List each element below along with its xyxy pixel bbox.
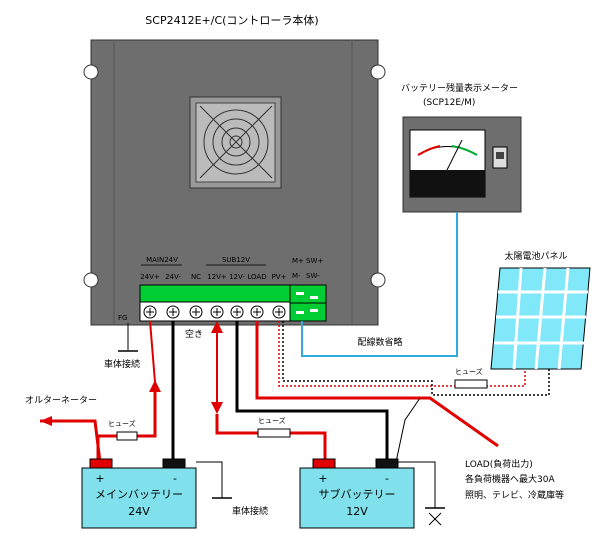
- solar-minus-wire: [282, 321, 550, 396]
- controller-title: SCP2412E+/C(コントローラ本体): [145, 13, 318, 27]
- group-sub-label: SUB12V: [222, 256, 250, 264]
- main-ground-wire: [196, 461, 223, 498]
- meter-wire: [301, 212, 458, 357]
- meter-pin-m-plus: M+: [292, 257, 304, 265]
- terminal-label-nc: NC: [191, 273, 201, 281]
- meter-title-line2: (SCP12E/M): [423, 98, 475, 108]
- load-plus-wire: [255, 321, 499, 448]
- meter-title-line1: バッテリー残量表示メーター: [401, 82, 518, 94]
- solar-plus-wire: [278, 321, 526, 387]
- main-battery-plus: +: [95, 472, 104, 485]
- load-line2: 各負荷機器へ最大30A: [465, 473, 555, 485]
- sub-battery-name: サブバッテリー: [319, 487, 396, 501]
- solar-fuse: [454, 379, 488, 389]
- main-battery: [81, 458, 197, 529]
- alternator-wire: [40, 419, 102, 463]
- terminal-label-12v-plus: 12V+: [207, 273, 227, 281]
- nc-note: 空き: [185, 328, 203, 340]
- main-battery-name: メインバッテリー: [95, 488, 183, 501]
- meter-pin-m-minus: M-: [292, 272, 301, 280]
- terminal-label-pv-plus: PV+: [272, 273, 287, 281]
- fg-label: FG: [118, 314, 127, 322]
- terminal-label-24v-plus: 24V+: [140, 273, 160, 281]
- battery-meter: [402, 116, 522, 213]
- main-battery-minus: -: [173, 472, 177, 485]
- sub-ground-wire: [398, 461, 436, 508]
- sub-battery-plus: +: [318, 472, 327, 485]
- cooling-fan-icon: [189, 96, 282, 189]
- sub-battery: [299, 458, 415, 529]
- main-fuse-label: ヒューズ: [108, 419, 136, 428]
- solar-fuse-label: ヒューズ: [455, 367, 483, 376]
- solar-panel: [490, 267, 591, 370]
- load-minus-wire: [395, 397, 421, 463]
- group-main-label: MAIN24V: [146, 256, 178, 264]
- terminal-label-12v-minus: 12V-: [229, 273, 245, 281]
- screw-terminals: [143, 305, 286, 319]
- body-ground-label-controller: 車体接続: [104, 358, 140, 370]
- meter-pin-sw-plus: SW+: [306, 257, 323, 265]
- sub-battery-voltage: 12V: [346, 505, 368, 518]
- main-fuse: [116, 431, 138, 441]
- main-battery-voltage: 24V: [128, 505, 150, 518]
- sub-fuse-label: ヒューズ: [258, 416, 286, 425]
- alternator-label: オルターネーター: [25, 395, 97, 406]
- solar-title: 太陽電池パネル: [504, 250, 567, 262]
- sub-minus-wire: [235, 321, 389, 462]
- sub-battery-minus: -: [385, 472, 389, 485]
- terminal-label-24v-minus: 24V-: [165, 273, 181, 281]
- sub-fuse: [257, 428, 291, 438]
- load-line3: 照明、テレビ、冷蔵庫等: [465, 489, 564, 501]
- load-line1: LOAD(負荷出力): [465, 458, 533, 470]
- terminal-label-load: LOAD: [247, 273, 266, 281]
- meter-wiring-note: 配線数省略: [357, 336, 402, 348]
- meter-pin-sw-minus: SW-: [306, 272, 320, 280]
- body-ground-label-battery: 車体接続: [232, 505, 268, 517]
